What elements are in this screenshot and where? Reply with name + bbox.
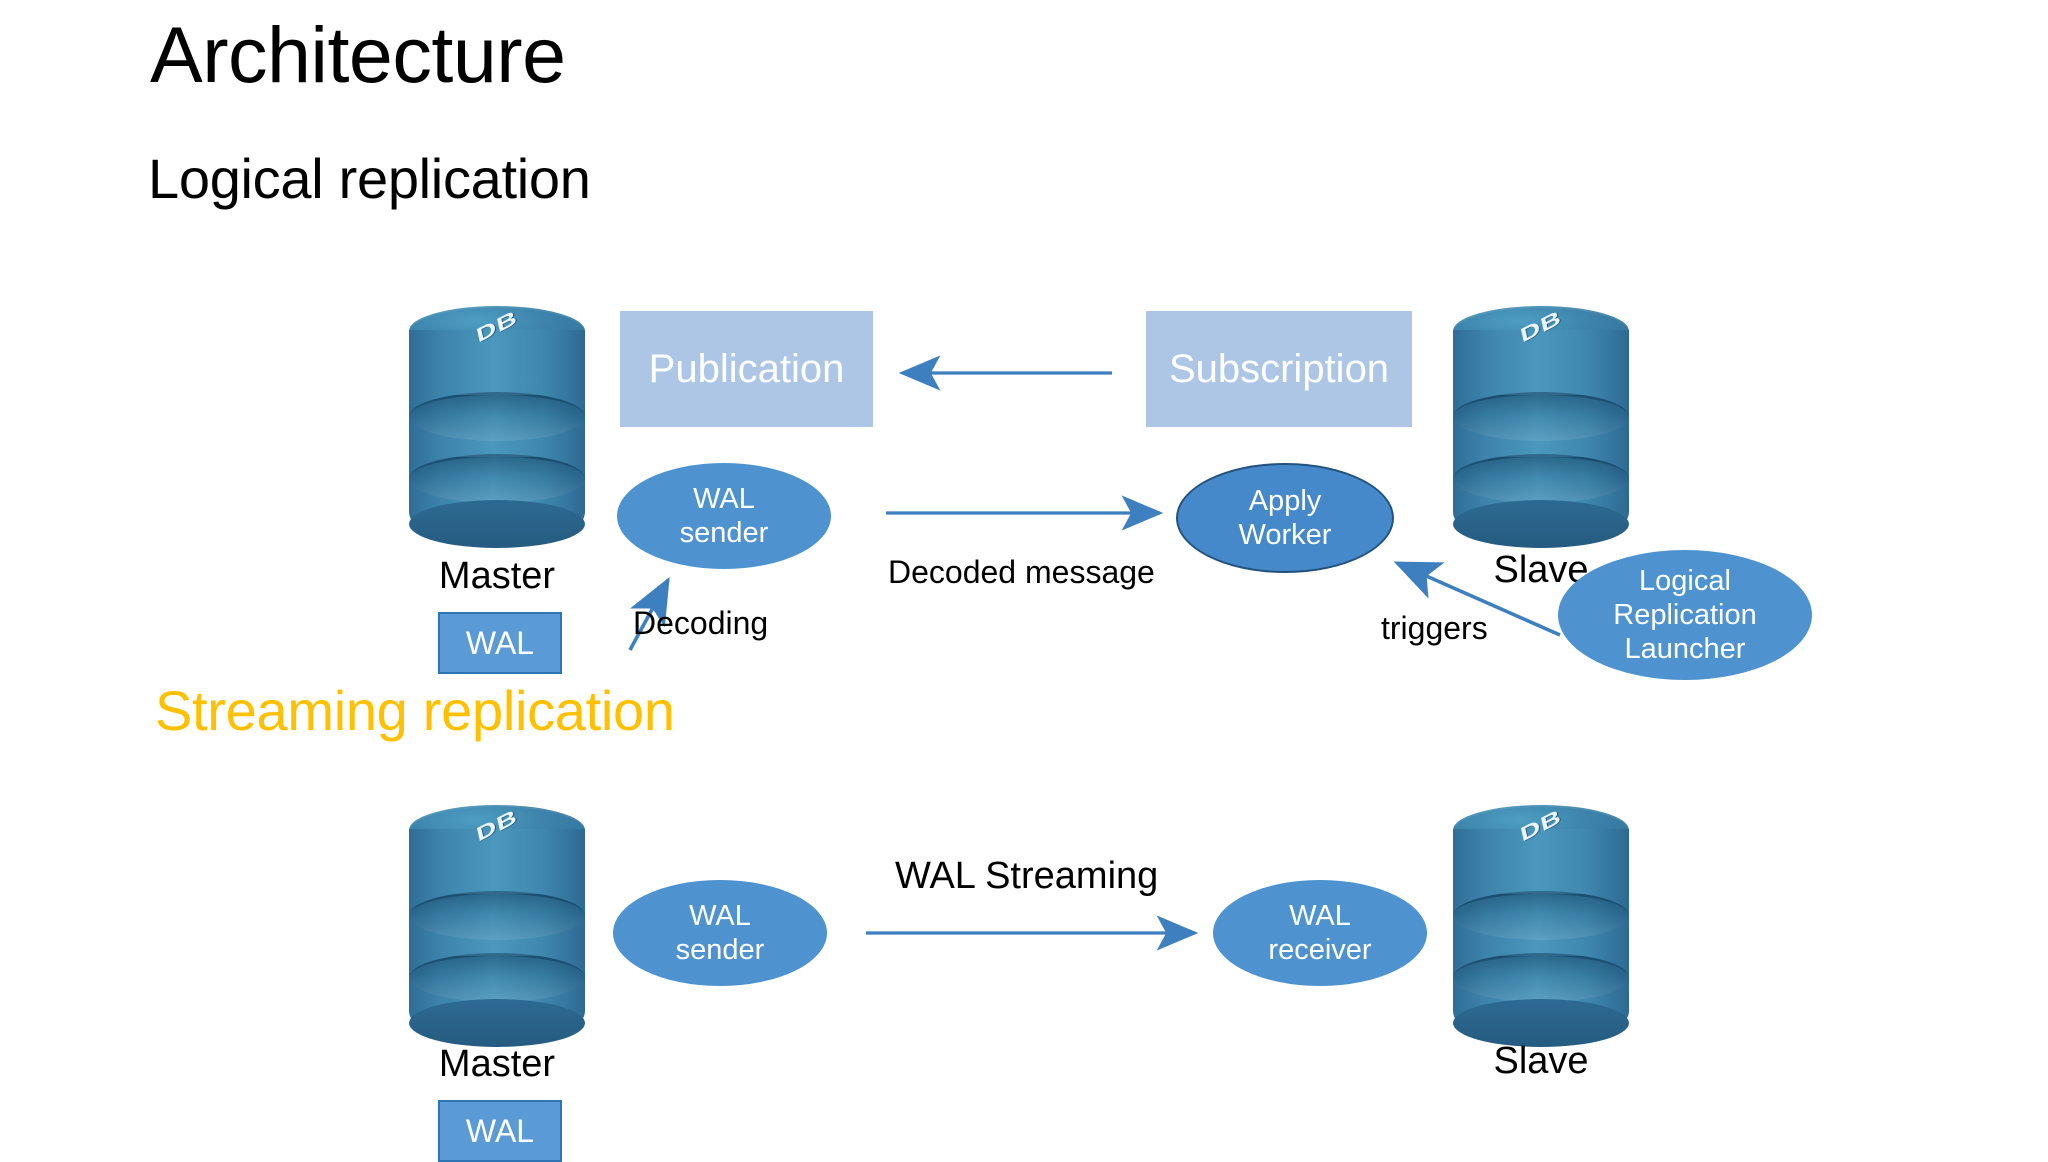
page-title: Architecture <box>150 10 566 99</box>
streaming-slave-database-icon: DB <box>1447 803 1635 1048</box>
db-ring-2 <box>1453 454 1629 503</box>
apply-worker-node[interactable]: Apply Worker <box>1176 463 1394 573</box>
logical-slave-database-icon: DB <box>1447 304 1635 549</box>
db-bottom-disc <box>409 999 585 1047</box>
db-ring-1 <box>1453 392 1629 441</box>
section-heading-logical: Logical replication <box>148 147 591 210</box>
streaming-wal-box: WAL <box>438 1100 562 1162</box>
subscription-box[interactable]: Subscription <box>1146 311 1412 427</box>
logical-wal-box: WAL <box>438 612 562 674</box>
db-ring-1 <box>1453 891 1629 940</box>
logical-wal-sender-node[interactable]: WAL sender <box>617 463 831 569</box>
db-ring-2 <box>1453 953 1629 1002</box>
db-bottom-disc <box>1453 500 1629 548</box>
streaming-master-caption: Master <box>438 1043 556 1085</box>
db-bottom-disc <box>1453 999 1629 1047</box>
streaming-slave-caption: Slave <box>1493 1040 1589 1082</box>
wal-receiver-node[interactable]: WAL receiver <box>1213 880 1427 986</box>
edge-label-triggers: triggers <box>1381 610 1488 646</box>
logical-master-caption: Master <box>438 555 556 597</box>
edge-label-wal-streaming: WAL Streaming <box>895 855 1159 897</box>
edge-label-decoding: Decoding <box>633 605 769 641</box>
db-ring-1 <box>409 891 585 940</box>
db-ring-2 <box>409 454 585 503</box>
streaming-wal-sender-node[interactable]: WAL sender <box>613 880 827 986</box>
logical-master-database-icon: DB <box>403 304 591 549</box>
logical-replication-launcher-node[interactable]: Logical Replication Launcher <box>1558 550 1812 680</box>
publication-box[interactable]: Publication <box>620 311 873 427</box>
db-ring-1 <box>409 392 585 441</box>
db-ring-2 <box>409 953 585 1002</box>
streaming-master-database-icon: DB <box>403 803 591 1048</box>
section-heading-streaming: Streaming replication <box>155 679 675 742</box>
db-bottom-disc <box>409 500 585 548</box>
edge-label-decoded-message: Decoded message <box>888 554 1155 590</box>
